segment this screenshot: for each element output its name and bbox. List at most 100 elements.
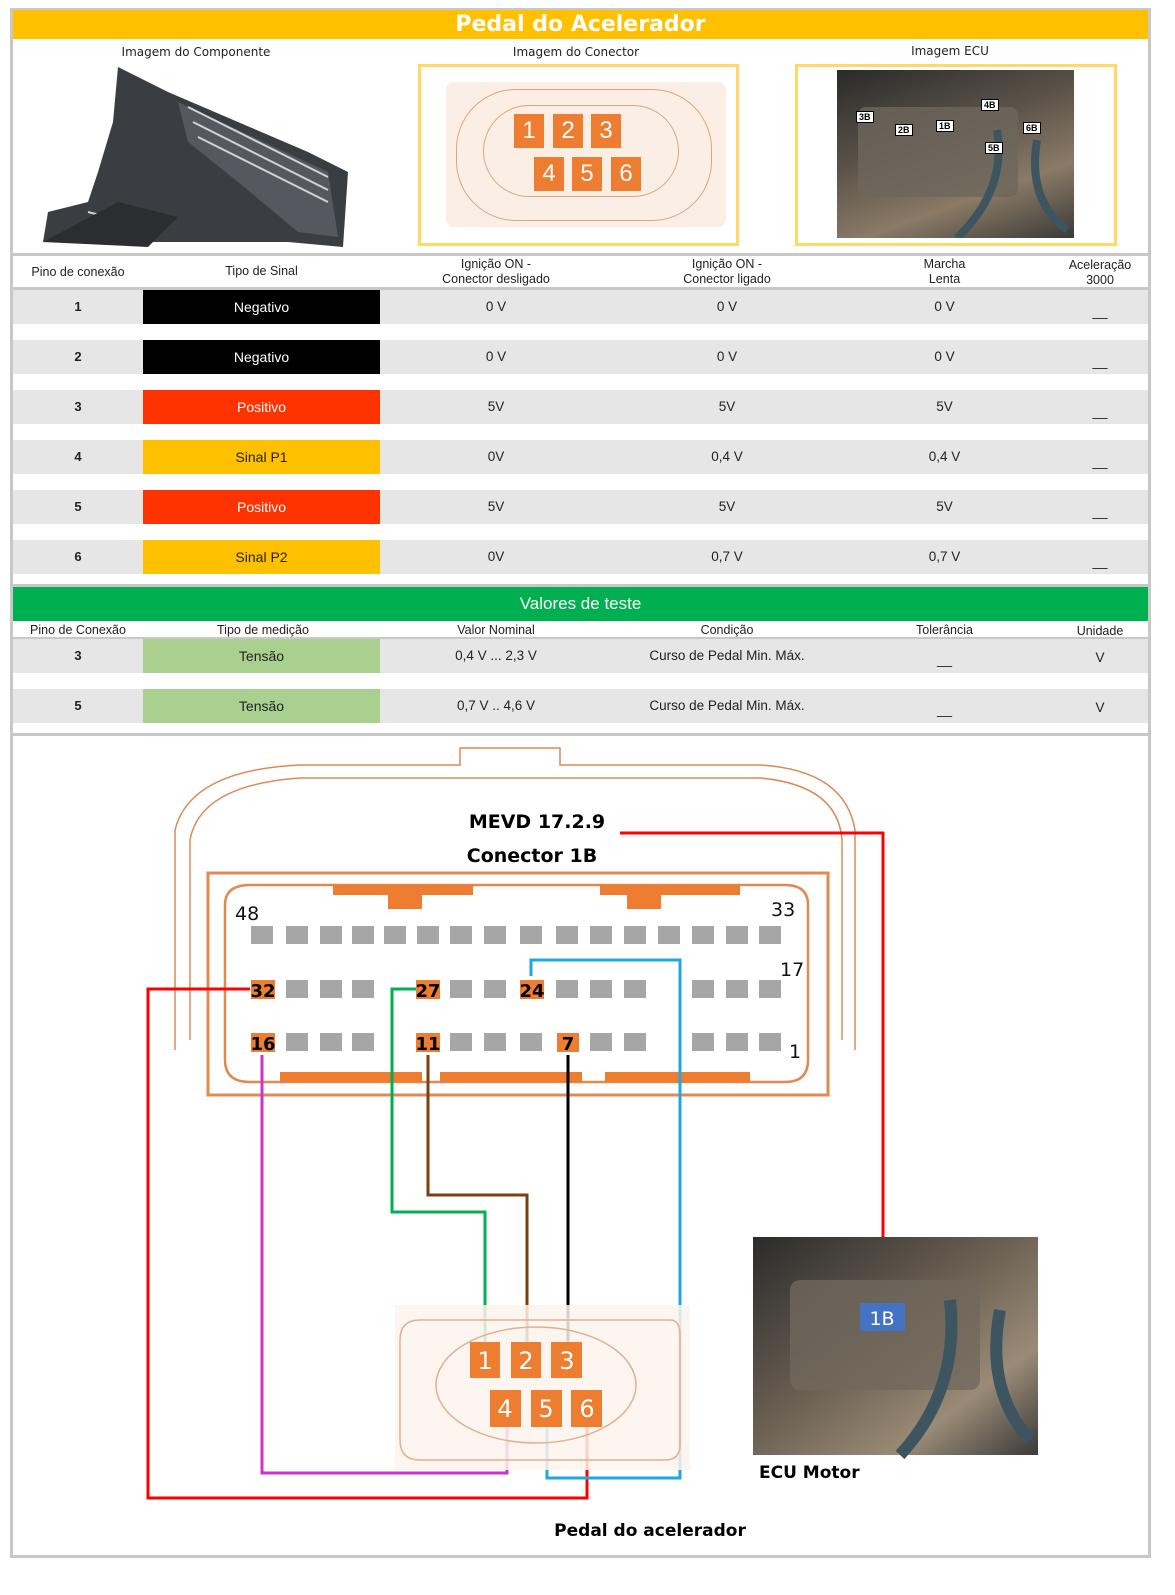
- idle-cell: 5V: [936, 399, 953, 414]
- ecu-motor-caption: ECU Motor: [759, 1463, 860, 1483]
- idle-cell: 0 V: [934, 299, 955, 314]
- t2-header-type: Tipo de medição: [217, 623, 309, 637]
- ecu-label-6b: 6B: [1023, 122, 1041, 134]
- nominal-cell: 0,7 V .. 4,6 V: [456, 698, 536, 713]
- accel-cell: __: [1092, 354, 1108, 369]
- header-pin: Pino de conexão: [31, 265, 125, 279]
- ecu-pin-27: 27: [415, 981, 440, 1002]
- pin-cell: 1: [74, 299, 82, 314]
- idle-cell: 0,7 V: [928, 549, 961, 564]
- t2-header-tolerance: Tolerância: [916, 623, 973, 637]
- pin-cell: 4: [74, 449, 82, 464]
- ecu-connector-pin: [484, 1033, 506, 1051]
- ign-on-cell: 0,7 V: [711, 549, 743, 564]
- ecu-motor-photo: [753, 1237, 1038, 1460]
- t2-header-nominal: Valor Nominal: [457, 623, 535, 637]
- ecu-connector-pin: [320, 1033, 342, 1051]
- ecu-connector-pin: [624, 926, 646, 944]
- component-image-caption: Imagem do Componente: [121, 45, 271, 59]
- signal-row: 6 Sinal P2 0V 0,7 V 0,7 V __: [13, 540, 1148, 574]
- connector-image: 1 2 3 4 5 6: [418, 64, 739, 246]
- ign-off-cell: 5V: [487, 399, 505, 414]
- pedal-pin-2: 2: [518, 1347, 533, 1375]
- wire-green-27-to-1: [390, 987, 487, 1345]
- signal-row: 4 Sinal P1 0V 0,4 V 0,4 V __: [13, 440, 1148, 474]
- signal-type-cell: Sinal P1: [143, 440, 380, 474]
- connector-pin-4: 4: [534, 157, 564, 191]
- ecu-connector-pin: [352, 926, 374, 944]
- ecu-connector-pin: [320, 980, 342, 998]
- page-frame: [10, 8, 1151, 1558]
- wire-red-32-to-6: [146, 987, 589, 1500]
- ecu-connector-pin: [692, 980, 714, 998]
- ecu-pin-16: 16: [250, 1034, 275, 1055]
- ecu-connector-pin: [520, 1033, 542, 1051]
- pin-cell: 3: [74, 648, 82, 663]
- ecu-connector-pin: [692, 926, 714, 944]
- ecu-connector-pin: [759, 980, 781, 998]
- ecu-connector-pin: [450, 980, 472, 998]
- ecu-connector-pin: [624, 1033, 646, 1051]
- ecu-connector-pin: [658, 926, 680, 944]
- ecu-connector-pin: [286, 980, 308, 998]
- ecu-connector-pin: [624, 980, 646, 998]
- measure-type-cell: Tensão: [143, 689, 380, 723]
- page-title: Pedal do Acelerador: [13, 10, 1148, 39]
- ign-off-cell: 0 V: [485, 299, 507, 314]
- signal-type-cell: Negativo: [143, 290, 380, 324]
- signal-row: 2 Negativo 0 V 0 V 0 V __: [13, 340, 1148, 374]
- ecu-tag-1b: 1B: [869, 1308, 894, 1330]
- signal-type-cell: Negativo: [143, 340, 380, 374]
- signal-type-cell: Sinal P2: [143, 540, 380, 574]
- accel-cell: __: [1092, 454, 1108, 469]
- ecu-connector-pin: [450, 1033, 472, 1051]
- ecu-connector-pin: [759, 926, 781, 944]
- ecu-label-5b: 5B: [985, 142, 1003, 154]
- test-row: 3 Tensão 0,4 V ... 2,3 V Curso de Pedal …: [13, 639, 1148, 673]
- connector-pin-5: 5: [572, 157, 602, 191]
- pedal-pin-5: 5: [538, 1395, 553, 1423]
- ign-off-cell: 0 V: [485, 349, 507, 364]
- ecu-connector-pin: [726, 926, 748, 944]
- signal-type-cell: Positivo: [143, 490, 380, 524]
- ecu-connector-pin: [759, 1033, 781, 1051]
- ecu-connector-pin: [590, 926, 612, 944]
- connector-pin-1: 1: [514, 114, 544, 148]
- idle-cell: 0,4 V: [928, 449, 961, 464]
- ecu-label-4b: 4B: [981, 99, 999, 111]
- pin-cell: 5: [74, 698, 82, 713]
- ecu-label-2b: 2B: [895, 124, 913, 136]
- ign-on-cell: 0 V: [716, 349, 738, 364]
- ecu-connector-pin: [590, 980, 612, 998]
- ecu-model-label: MEVD 17.2.9: [469, 811, 605, 833]
- test-row: 5 Tensão 0,7 V .. 4,6 V Curso de Pedal M…: [13, 689, 1148, 723]
- wire-brown-11-to-2: [426, 1055, 529, 1345]
- idle-cell: 5V: [936, 499, 953, 514]
- ecu-image-caption: Imagem ECU: [911, 44, 989, 58]
- pedal-pin-6: 6: [579, 1395, 594, 1423]
- ecu-connector-pin: [692, 1033, 714, 1051]
- pin-number-17: 17: [780, 959, 804, 981]
- signal-row: 3 Positivo 5V 5V 5V __: [13, 390, 1148, 424]
- connector-pin-2: 2: [553, 114, 583, 148]
- ecu-label-3b: 3B: [856, 111, 874, 123]
- ecu-label-1b: 1B: [936, 120, 954, 132]
- tolerance-cell: __: [936, 652, 953, 667]
- ecu-connector-pin: [520, 926, 542, 944]
- unit-cell: V: [1095, 700, 1105, 715]
- pedal-connector: [395, 1305, 690, 1470]
- ecu-pin-24: 24: [519, 981, 544, 1002]
- accel-cell: __: [1092, 504, 1108, 519]
- ecu-connector-pin: [484, 980, 506, 998]
- ecu-connector-pin: [590, 1033, 612, 1051]
- ecu-connector-pin: [484, 926, 506, 944]
- header-ign-on: Ignição ON -Conector ligado: [683, 257, 771, 286]
- t2-header-pin: Pino de Conexão: [30, 623, 126, 637]
- pin-cell: 3: [74, 399, 82, 414]
- pin-number-48: 48: [235, 903, 259, 925]
- signal-type-cell: Positivo: [143, 390, 380, 424]
- connector-name-label: Conector 1B: [467, 845, 598, 867]
- connector-image-caption: Imagem do Conector: [512, 45, 640, 59]
